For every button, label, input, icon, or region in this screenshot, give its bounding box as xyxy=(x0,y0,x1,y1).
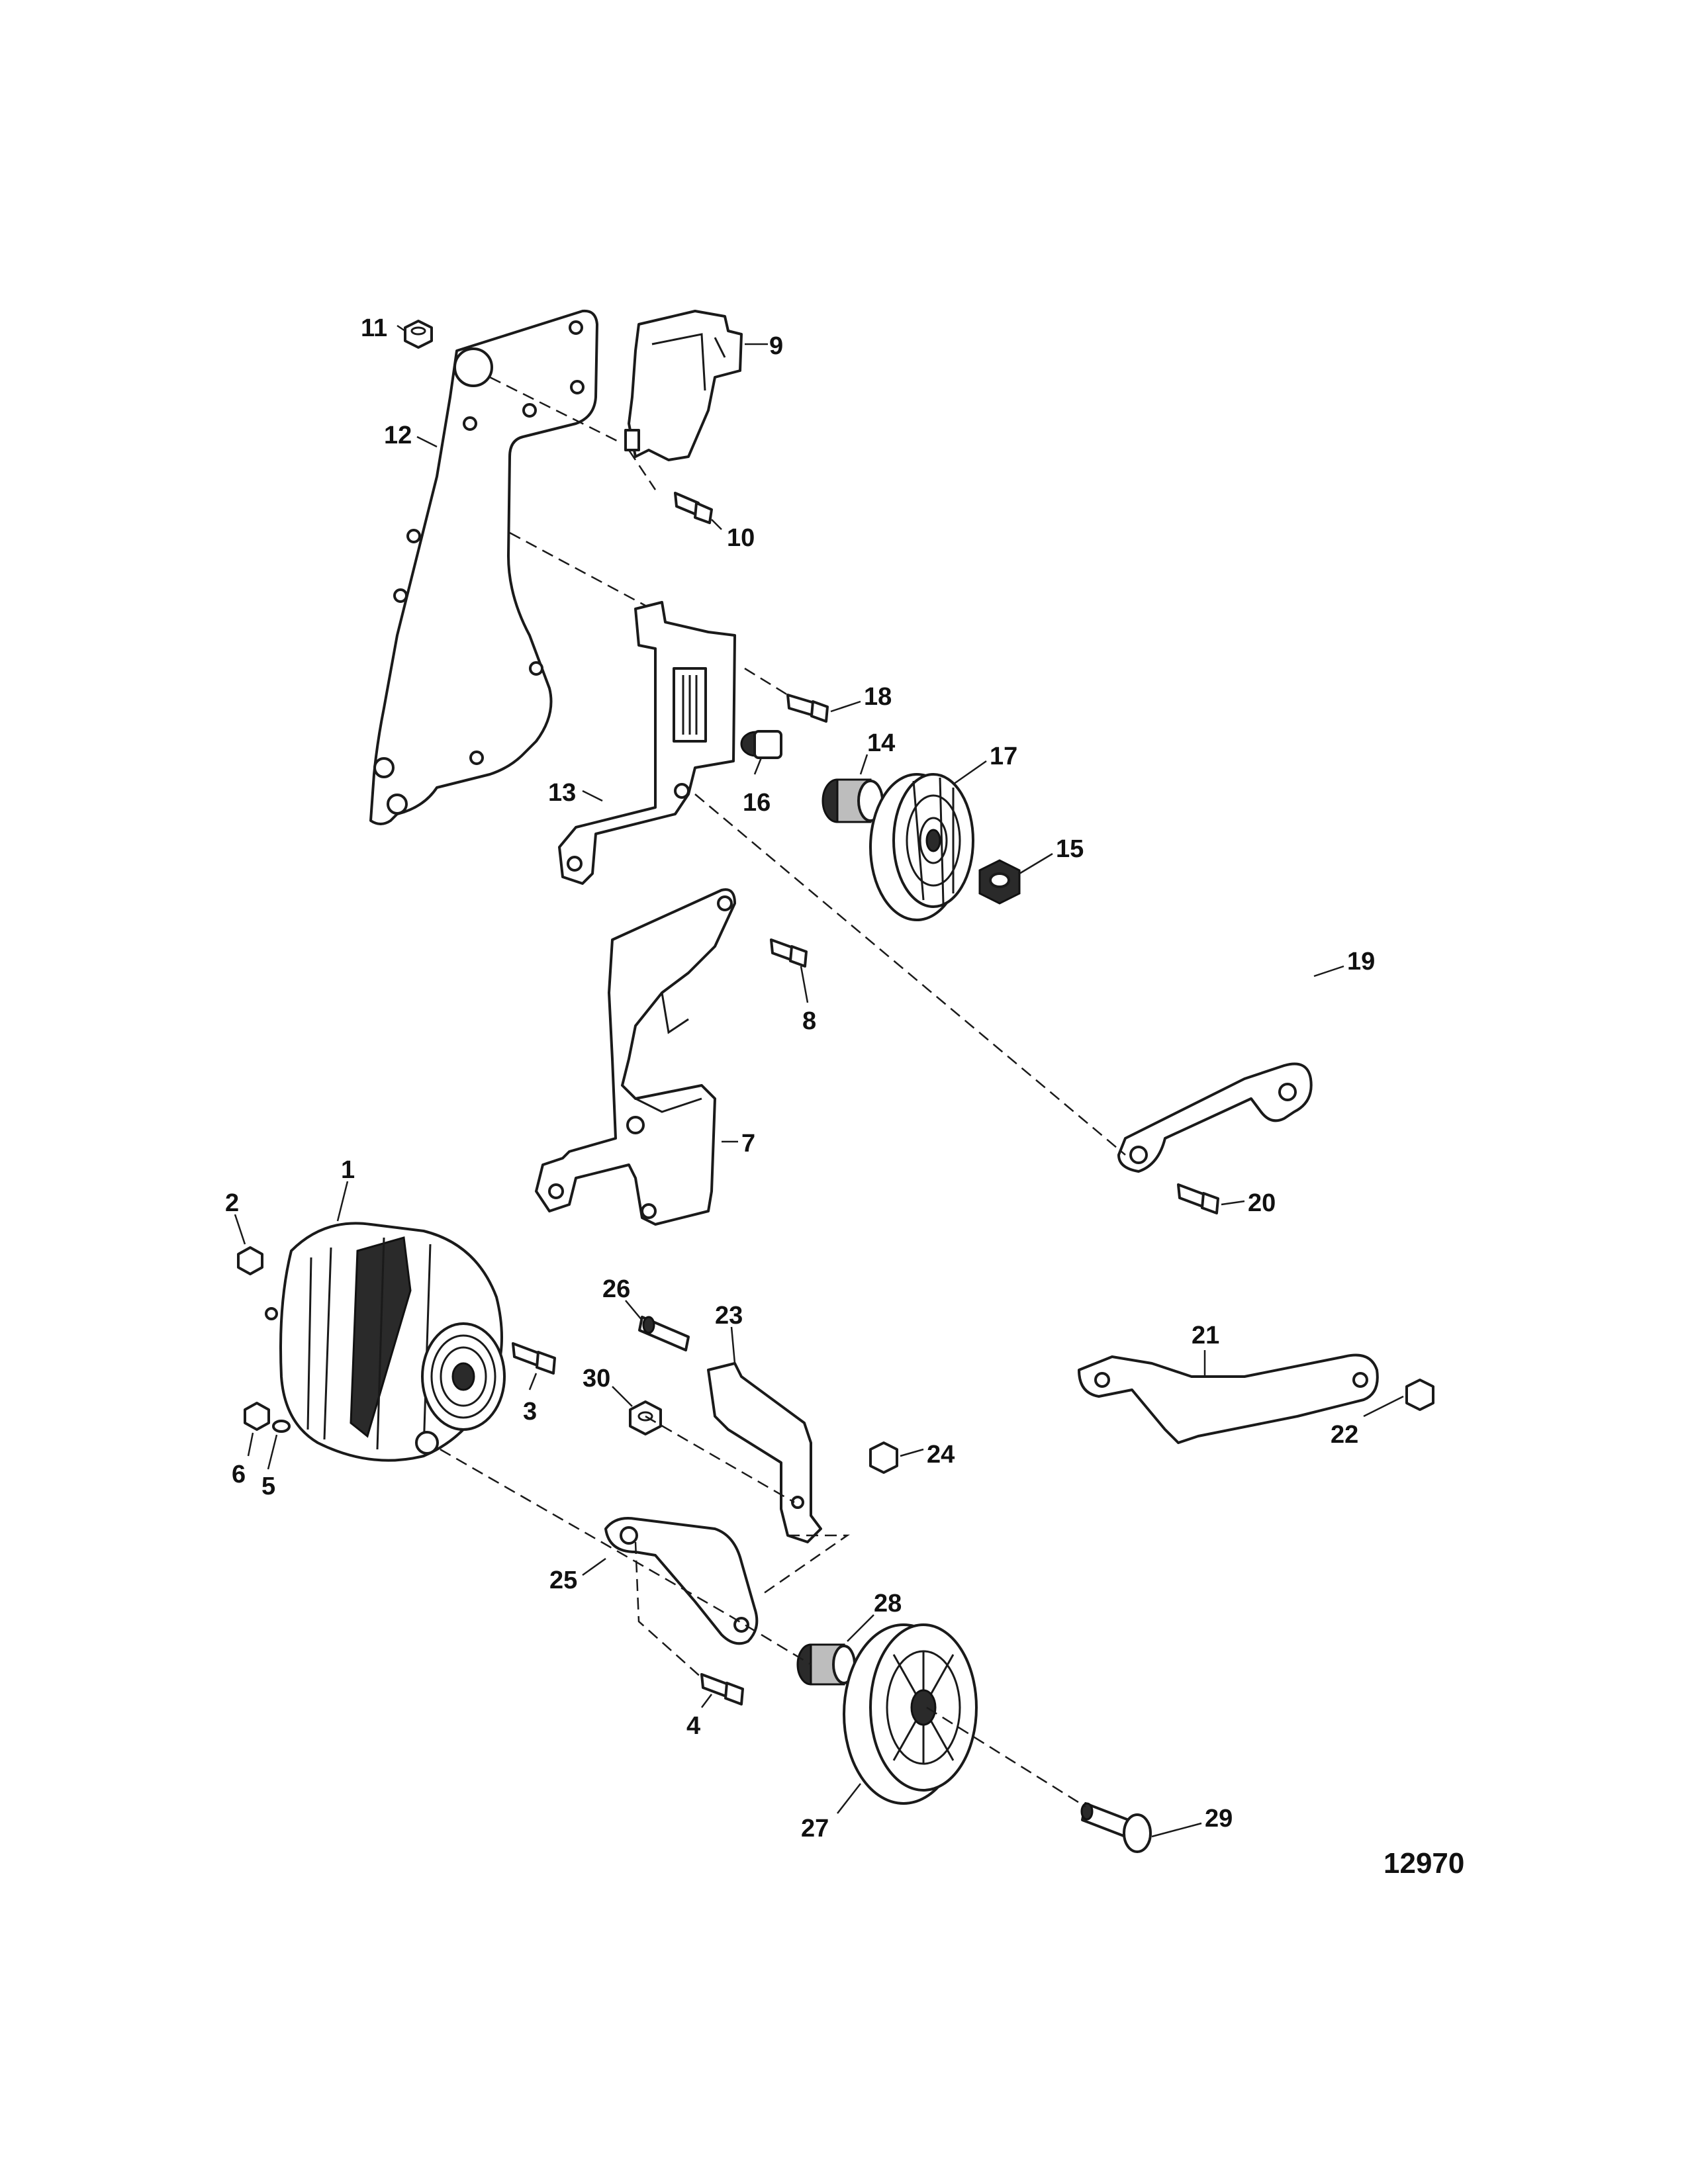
callout-21: 21 xyxy=(1192,1322,1219,1349)
callout-12: 12 xyxy=(384,422,412,449)
figure-number: 12970 xyxy=(1383,1847,1464,1880)
part-14-spacer xyxy=(821,778,884,823)
part-9-bracket xyxy=(624,310,743,461)
leader-lines xyxy=(234,324,1404,1838)
callout-27: 27 xyxy=(801,1815,829,1843)
callout-4: 4 xyxy=(686,1712,700,1740)
callout-29: 29 xyxy=(1205,1805,1233,1833)
part-28-spacer xyxy=(796,1643,856,1686)
part-18-bolt xyxy=(786,694,829,723)
callout-19: 19 xyxy=(1347,948,1375,976)
assembly-lines xyxy=(440,376,1126,1808)
part-13-mounting-bracket xyxy=(558,601,736,885)
part-15-hex-nut xyxy=(978,859,1021,905)
part-4-bolt xyxy=(700,1673,744,1706)
part-5-washer xyxy=(272,1420,291,1433)
part-11-nut xyxy=(404,320,433,349)
part-23-bracket xyxy=(707,1362,822,1543)
callout-30: 30 xyxy=(583,1365,610,1392)
callout-13: 13 xyxy=(548,779,576,807)
callout-8: 8 xyxy=(802,1007,816,1035)
callout-2: 2 xyxy=(225,1189,239,1217)
part-20-bolt xyxy=(1177,1183,1219,1214)
part-29-shoulder-bolt xyxy=(1080,1802,1152,1853)
part-19-idler-arm xyxy=(1117,1062,1313,1173)
callout-7: 7 xyxy=(741,1130,755,1158)
callout-9: 9 xyxy=(769,332,783,360)
callout-18: 18 xyxy=(864,683,892,711)
part-3-bolt xyxy=(512,1342,556,1375)
callout-3: 3 xyxy=(523,1398,537,1426)
part-1-alternator xyxy=(265,1222,506,1462)
callout-20: 20 xyxy=(1248,1189,1276,1217)
callout-10: 10 xyxy=(727,524,755,552)
part-10-bolt xyxy=(674,492,713,524)
callout-22: 22 xyxy=(1331,1421,1358,1449)
callout-23: 23 xyxy=(715,1302,743,1330)
callout-11: 11 xyxy=(361,314,387,342)
part-16-stud xyxy=(740,730,782,759)
part-6-nut xyxy=(244,1402,270,1431)
part-22-nut xyxy=(1405,1379,1434,1411)
part-26-stud xyxy=(638,1316,690,1351)
callout-26: 26 xyxy=(602,1275,630,1303)
part-24-nut xyxy=(869,1441,898,1474)
part-30-nut xyxy=(629,1400,662,1435)
callout-14: 14 xyxy=(867,729,895,757)
part-21-tensioner-arm xyxy=(1078,1353,1379,1444)
part-2-nut xyxy=(237,1246,263,1275)
callout-17: 17 xyxy=(990,743,1017,770)
callout-5: 5 xyxy=(261,1473,275,1500)
part-25-adjuster-bracket xyxy=(604,1517,759,1645)
callout-labels: 11 12 9 10 18 14 16 13 17 15 8 19 20 7 1… xyxy=(225,314,1375,1843)
part-12-cover-plate xyxy=(369,309,598,825)
part-7-support-bracket xyxy=(535,888,736,1226)
callout-6: 6 xyxy=(232,1461,246,1488)
part-27-idler-pulley xyxy=(843,1623,978,1805)
callout-1: 1 xyxy=(341,1156,355,1184)
part-8-bolt xyxy=(770,938,808,968)
part-17-pulley xyxy=(869,773,974,921)
callout-24: 24 xyxy=(927,1441,955,1469)
callout-15: 15 xyxy=(1056,835,1084,863)
callout-25: 25 xyxy=(549,1567,577,1594)
callout-16: 16 xyxy=(743,789,771,817)
callout-28: 28 xyxy=(874,1590,902,1617)
